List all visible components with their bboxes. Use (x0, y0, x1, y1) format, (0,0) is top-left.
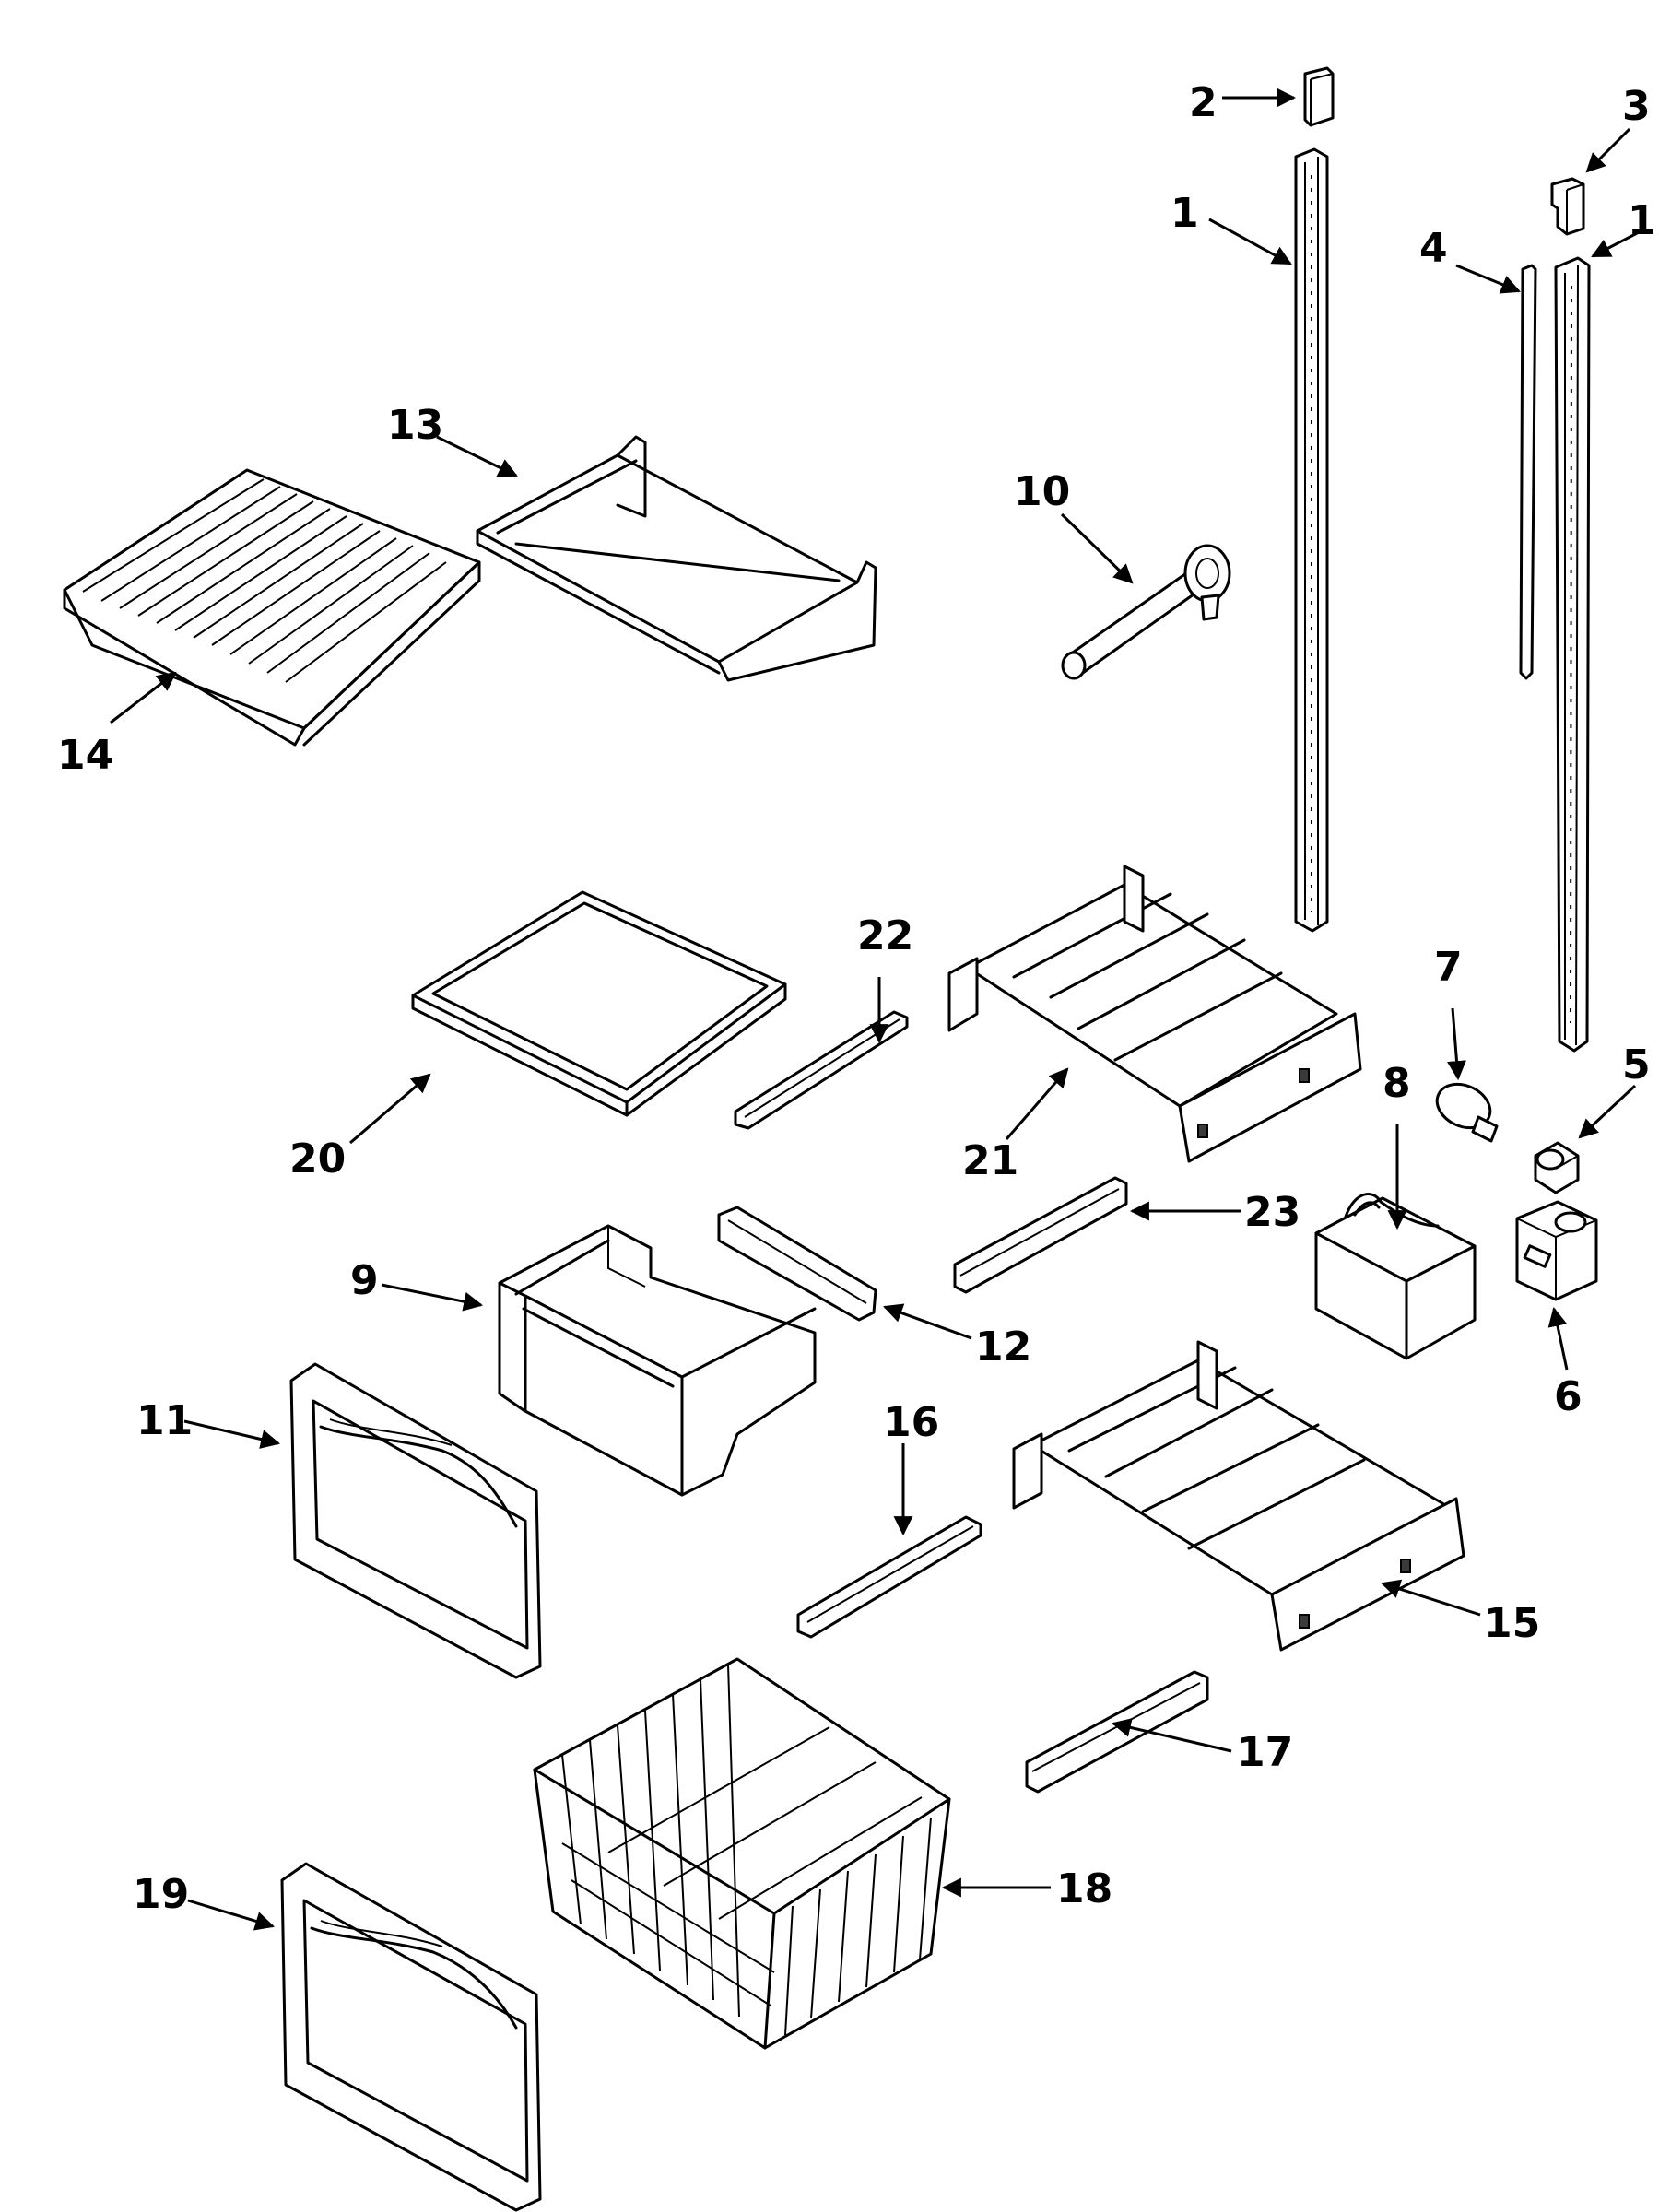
callout-20: 20 (289, 1135, 346, 1182)
part-glass-shelf (411, 890, 787, 1117)
callout-6: 6 (1554, 1373, 1583, 1420)
callout-9: 9 (350, 1257, 379, 1304)
callout-11: 11 (136, 1397, 193, 1444)
part-light-bulb (1435, 1082, 1499, 1143)
callout-5: 5 (1622, 1041, 1651, 1088)
callout-23: 23 (1244, 1189, 1300, 1236)
callout-22: 22 (857, 912, 913, 959)
callout-3: 3 (1622, 83, 1651, 130)
callout-1b: 1 (1628, 197, 1656, 244)
part-slide-rail-lower (796, 1515, 982, 1639)
callout-4: 4 (1419, 225, 1448, 272)
part-slide-rail-mid (953, 1176, 1128, 1294)
part-crisper-pan (498, 1224, 817, 1497)
callout-2: 2 (1189, 79, 1218, 126)
part-drawer-frame-lower (1012, 1340, 1465, 1652)
part-rod (1519, 264, 1537, 680)
callout-1a: 1 (1171, 190, 1199, 237)
part-slide-rail-upper (734, 1010, 909, 1130)
part-tube-fitting (1061, 544, 1231, 680)
callout-16: 16 (883, 1399, 939, 1446)
part-light-socket (1534, 1141, 1580, 1194)
part-shelf-rail-right (1554, 256, 1591, 1053)
callout-7: 7 (1434, 944, 1463, 991)
part-channel (717, 1206, 877, 1322)
part-drawer-front-lower (280, 1862, 542, 2212)
callout-12: 12 (975, 1324, 1031, 1371)
callout-15: 15 (1484, 1600, 1540, 1647)
callout-17: 17 (1237, 1729, 1293, 1776)
part-clip (1550, 177, 1585, 236)
callout-21: 21 (962, 1137, 1018, 1184)
part-bracket-rail (1025, 1670, 1209, 1794)
part-wire-basket (533, 1657, 951, 2050)
callout-13: 13 (387, 402, 443, 449)
part-drawer-frame-upper (947, 865, 1362, 1163)
part-drawer-front-upper (289, 1362, 542, 1679)
callout-18: 18 (1056, 1865, 1112, 1912)
callout-10: 10 (1014, 468, 1070, 515)
part-switch-housing (1515, 1200, 1598, 1301)
part-wire-shelf (63, 468, 481, 747)
callout-8: 8 (1382, 1060, 1411, 1107)
part-shelf-rail-left (1294, 147, 1329, 933)
part-cantilever-shelf (476, 435, 877, 682)
part-cap-top (1303, 66, 1335, 127)
leader-lines (110, 88, 1643, 1931)
callout-19: 19 (133, 1871, 189, 1918)
callout-labels: 2 3 1 1 4 13 10 14 22 7 5 20 8 21 23 9 1… (57, 79, 1656, 1918)
callout-14: 14 (57, 732, 113, 779)
part-light-cover (1314, 1193, 1477, 1360)
